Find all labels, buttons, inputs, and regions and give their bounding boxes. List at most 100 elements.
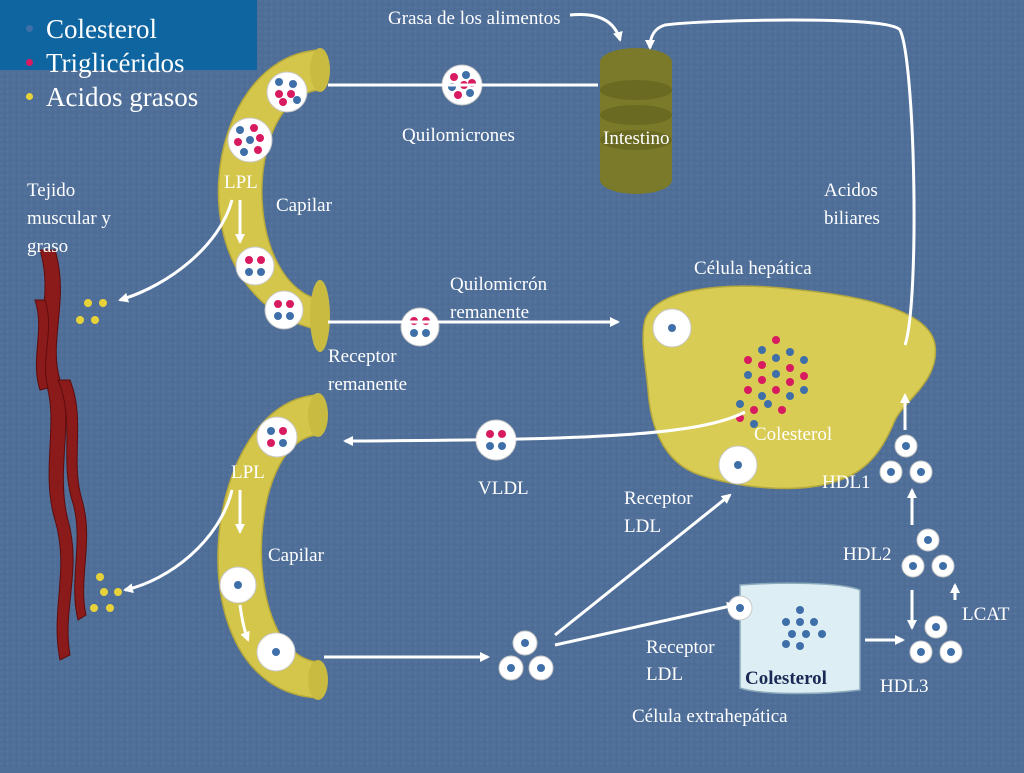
liver-lipid-dot bbox=[736, 400, 744, 408]
liver-lipid-dot bbox=[800, 372, 808, 380]
chylomicron-remnant-particle-dot bbox=[422, 329, 430, 337]
liver-lipid-dot bbox=[786, 348, 794, 356]
legend-label-cholesterol: Colesterol bbox=[46, 14, 157, 44]
capillary-chylomicron-2-dot bbox=[234, 138, 242, 146]
vldl-particle-dot bbox=[486, 430, 494, 438]
extrahepatic-cholesterol-dot bbox=[782, 640, 790, 648]
capillary-chylomicron-2-dot bbox=[236, 126, 244, 134]
ldl-particle-dot bbox=[537, 664, 545, 672]
legend-dot-cholesterol bbox=[26, 25, 33, 32]
label-intestino: Intestino bbox=[603, 128, 670, 149]
liver-lipid-dot bbox=[772, 386, 780, 394]
capillary-chylomicron-1-dot bbox=[275, 78, 283, 86]
capillary-chylomicron-2-dot bbox=[256, 134, 264, 142]
liver-lipid-dot bbox=[758, 376, 766, 384]
capillary-chylomicron-1-dot bbox=[287, 90, 295, 98]
liver-lipid-dot bbox=[758, 392, 766, 400]
capillary-chylomicron-1 bbox=[266, 71, 308, 113]
capillary-remnant-2-dot bbox=[274, 300, 282, 308]
liver-lipid-dot bbox=[778, 406, 786, 414]
label-receptor-remanente-1: Receptor bbox=[328, 346, 397, 367]
legend: Colesterol Triglicéridos Acidos grasos bbox=[0, 0, 257, 112]
capillary-vldl-particle-dot bbox=[267, 439, 275, 447]
hdl1-particle-dot bbox=[887, 468, 895, 476]
label-quilomicrones: Quilomicrones bbox=[402, 125, 515, 146]
liver-lipid-dot bbox=[772, 370, 780, 378]
label-hdl1: HDL1 bbox=[822, 472, 871, 493]
capillary-remnant-1 bbox=[235, 246, 275, 286]
capillary-remnant-2 bbox=[264, 290, 304, 330]
extrahepatic-cholesterol-dot bbox=[788, 630, 796, 638]
label-lcat: LCAT bbox=[962, 604, 1010, 625]
liver-lipid-dot bbox=[744, 356, 752, 364]
particles bbox=[76, 64, 963, 681]
fatty-acid-dot bbox=[91, 316, 99, 324]
fatty-acid-dot bbox=[99, 299, 107, 307]
label-receptor-remanente-2: remanente bbox=[328, 374, 408, 395]
liver-lipid-dot bbox=[800, 356, 808, 364]
label-receptor-ldl-bottom-1: Receptor bbox=[646, 637, 715, 658]
capillary-vldl-particle bbox=[256, 416, 298, 458]
label-receptor-ldl-bottom-2: LDL bbox=[646, 664, 683, 685]
liver-lipid-dot bbox=[758, 346, 766, 354]
capillary-chylomicron-2-dot bbox=[246, 136, 254, 144]
hdl2-particle-dot bbox=[939, 562, 947, 570]
capillary-chylomicron-2-dot bbox=[254, 146, 262, 154]
extrahepatic-cholesterol-dot bbox=[796, 642, 804, 650]
liver-lipid-dot bbox=[758, 361, 766, 369]
hdl2-particle-dot bbox=[909, 562, 917, 570]
liver-lipid-dot bbox=[800, 386, 808, 394]
extrahepatic-cell bbox=[739, 582, 861, 695]
ldl-particle-dot bbox=[507, 664, 515, 672]
legend-label-triglycerides: Triglicéridos bbox=[46, 48, 185, 78]
label-celula-hepatica: Célula hepática bbox=[694, 258, 812, 279]
liver-lipid-dot bbox=[786, 378, 794, 386]
label-receptor-ldl-top-2: LDL bbox=[624, 516, 661, 537]
label-capilar-bottom: Capilar bbox=[268, 545, 324, 566]
liver-lipid-dot bbox=[786, 392, 794, 400]
hdl1-particle-dot bbox=[902, 442, 910, 450]
fatty-acid-dot bbox=[106, 604, 114, 612]
capillary-chylomicron-1-dot bbox=[289, 80, 297, 88]
chylomicron-particle-dot bbox=[450, 73, 458, 81]
label-acidos-biliares-1: Acidos bbox=[824, 180, 878, 201]
vldl-particle-dot bbox=[498, 430, 506, 438]
capillary-remnant-2-dot bbox=[286, 312, 294, 320]
liver-lipid-dot bbox=[786, 364, 794, 372]
capillary-remnant-1-dot bbox=[257, 256, 265, 264]
liver-remnant-receptor-dot bbox=[668, 324, 676, 332]
label-capilar-top: Capilar bbox=[276, 195, 332, 216]
label-hdl3: HDL3 bbox=[880, 676, 929, 697]
extrahepatic-cholesterol-dot bbox=[802, 630, 810, 638]
chylomicron-remnant-particle-dot bbox=[410, 329, 418, 337]
label-celula-extrahepatica: Célula extrahepática bbox=[632, 706, 788, 727]
label-colesterol-hepatic: Colesterol bbox=[754, 424, 833, 445]
chylomicron-remnant-particle bbox=[400, 307, 440, 347]
label-colesterol-extra: Colesterol bbox=[745, 668, 827, 689]
label-quilomicron-remanente-2: remanente bbox=[450, 302, 530, 323]
label-receptor-ldl-top-1: Receptor bbox=[624, 488, 693, 509]
arrows bbox=[118, 12, 960, 662]
capillary-vldl-particle-dot bbox=[279, 439, 287, 447]
capillary-remnant-1-dot bbox=[257, 268, 265, 276]
extrahepatic-cholesterol-dot bbox=[810, 618, 818, 626]
capillary-chylomicron-1-dot bbox=[275, 90, 283, 98]
fatty-acid-dot bbox=[76, 316, 84, 324]
capillary-remnant-1-dot bbox=[245, 256, 253, 264]
liver-lipid-dot bbox=[764, 400, 772, 408]
liver-lipid-dot bbox=[744, 371, 752, 379]
liver-lipid-dot bbox=[744, 386, 752, 394]
legend-dot-triglycerides bbox=[26, 59, 33, 66]
vldl-particle-dot bbox=[486, 442, 494, 450]
label-tejido-3: graso bbox=[27, 236, 69, 257]
capillary-vldl-particle-dot bbox=[279, 427, 287, 435]
capillary-ldl-dot bbox=[272, 648, 280, 656]
legend-label-fatty-acids: Acidos grasos bbox=[46, 82, 199, 112]
liver-lipid-dot bbox=[772, 354, 780, 362]
hdl1-particle-dot bbox=[917, 468, 925, 476]
extrahepatic-ldl-receptor-dot bbox=[736, 604, 744, 612]
intestine bbox=[600, 48, 672, 194]
fatty-acid-dot bbox=[96, 573, 104, 581]
